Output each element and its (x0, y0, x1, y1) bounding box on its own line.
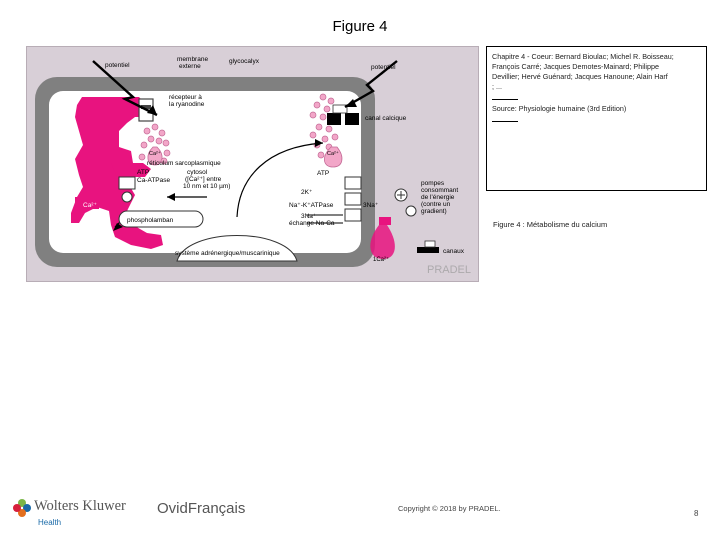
label-ryr-2: la ryanodine (169, 101, 205, 108)
label-atp-right: ATP (317, 170, 329, 177)
label-cytosol-3: 10 nm et 10 µm) (183, 183, 230, 190)
label-pompes-2: consommant (421, 187, 458, 194)
cell-diagram: potentiel membrane externe glycocalyx po… (35, 56, 471, 276)
wk-name: Wolters Kluwer (34, 498, 126, 514)
caption-box: Chapitre 4 - Coeur: Bernard Bioulac; Mic… (486, 46, 707, 191)
label-3na-in: 3Na⁺ (301, 213, 317, 220)
label-phospholamban: phospholamban (127, 217, 174, 224)
label-1ca: 1Ca²⁺ (373, 256, 389, 263)
calcium-metabolism-figure: potentiel membrane externe glycocalyx po… (26, 46, 479, 282)
label-reticulum: réticulum sarcoplasmique (147, 160, 221, 167)
ca-atpase-pump-left (118, 176, 136, 190)
label-ca-cyto: Ca²⁺ (327, 150, 339, 157)
wk-logo-icon (13, 499, 31, 517)
caption-line: François Carré; Jacques Demotes-Mainard;… (492, 62, 659, 71)
sr-ca-droplet (147, 146, 163, 166)
label-pompes-1: pompes (421, 180, 445, 187)
reticulum-arm (111, 163, 151, 177)
caption-line: ; ... (492, 82, 502, 91)
label-ca-big: Ca²⁺ (83, 202, 97, 209)
ca-store-left (75, 197, 99, 209)
cytosol-curve-arrow (236, 142, 324, 218)
wk-health: Health (38, 518, 62, 527)
caption-line: Chapitre 4 - Coeur: Bernard Bioulac; Mic… (492, 52, 674, 61)
ca-cluster-right (309, 93, 341, 159)
ca-atpase-pump-right (344, 176, 362, 222)
label-ryr-1: récepteur à (169, 94, 202, 101)
label-canaux: canaux (443, 248, 465, 255)
ca-droplet-out (370, 225, 395, 259)
label-pompes-4: (contre un (421, 201, 451, 208)
label-potentiel-left: potentiel (105, 62, 130, 69)
divider (492, 121, 518, 122)
wolters-kluwer-logo: Wolters Kluwer Health (12, 498, 142, 532)
label-2k: 2K⁺ (301, 189, 313, 196)
calcium-channel (327, 104, 359, 125)
cytosol-ca-droplet (324, 146, 343, 168)
potential-arrow-right (344, 60, 398, 109)
adrenergic-system-dome (176, 235, 298, 262)
label-pompes-3: de l'énergie (421, 194, 455, 201)
label-cytosol-2: ([Ca²⁺] entre (185, 176, 222, 183)
potential-arrow-left (92, 60, 158, 117)
label-potentiel-right: potentiel (371, 64, 396, 71)
label-glycocalyx: glycocalyx (229, 58, 260, 65)
label-3na-out: 3Na⁺ (363, 202, 379, 209)
caption-line: Devillier; Hervé Guénard; Jacques Hanoun… (492, 72, 668, 81)
source-text: Source: Physiologie humaine (3rd Edition… (492, 104, 627, 113)
copyright: Copyright © 2018 by PRADEL. (398, 504, 501, 513)
channel-legend-icon (417, 247, 439, 253)
label-echange: échange Na-Ca (289, 220, 335, 227)
label-membrane-1: membrane (177, 56, 208, 63)
slide-title: Figure 4 (332, 18, 388, 35)
label-membrane-2: externe (179, 63, 201, 70)
label-ca-atpase: Ca-ATPase (137, 177, 170, 184)
label-cytosol-1: cytosol (187, 169, 208, 176)
watermark: PRADEL (427, 264, 471, 276)
page-number: 8 (694, 509, 699, 518)
label-systeme: système adrénergique/muscarinique (175, 250, 280, 257)
ovid-logo: OvidFrançais (157, 500, 246, 517)
figure-caption: Figure 4 : Métabolisme du calcium (493, 220, 608, 229)
ca-cluster-left (138, 123, 171, 165)
phospholamban-box (118, 210, 204, 228)
divider (492, 99, 518, 100)
label-atp-left: ATP (137, 169, 149, 176)
label-canal: canal calcique (365, 115, 407, 122)
label-ca-sr: Ca²⁺ (149, 150, 161, 157)
label-pompes-5: gradient) (421, 208, 447, 215)
label-na-k-atpase: Na⁺-K⁺ATPase (289, 202, 334, 209)
